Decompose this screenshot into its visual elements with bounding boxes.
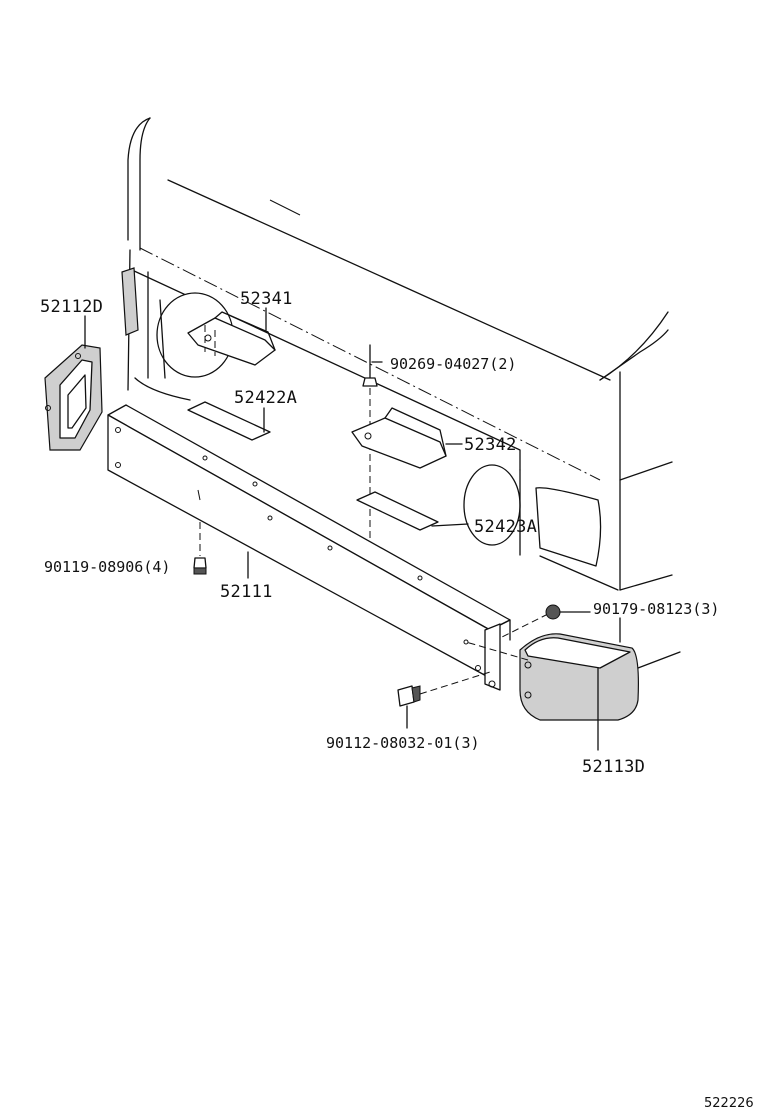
bracket-52342 [351,407,447,469]
bracket-52341 [187,311,276,366]
label-52342: 52342 [464,435,517,455]
label-52341: 52341 [240,289,293,309]
label-90179: 90179-08123(3) [593,600,719,618]
bolt-90112 [397,671,491,729]
nut-90179 [465,604,591,661]
label-52111: 52111 [220,582,273,602]
figure-reference-number: 522226 [704,1096,754,1111]
leader-lines [84,307,621,751]
bolt-90119 [193,522,207,575]
end-cap-52113D [519,633,639,721]
label-52422A: 52422A [234,388,297,408]
label-90269: 90269-04027(2) [390,355,516,373]
bumper-bar-52111 [107,404,511,691]
plate-52423A [356,491,439,531]
right-headlamp [463,464,602,567]
plate-52422A [187,401,271,441]
end-cap-52112D [44,344,103,451]
vehicle-body-outline [121,117,681,669]
label-52423A: 52423A [474,517,537,537]
label-52113D: 52113D [582,757,645,777]
label-90119: 90119-08906(4) [44,558,170,576]
label-90112: 90112-08032-01(3) [326,734,480,752]
label-52112D: 52112D [40,297,103,317]
